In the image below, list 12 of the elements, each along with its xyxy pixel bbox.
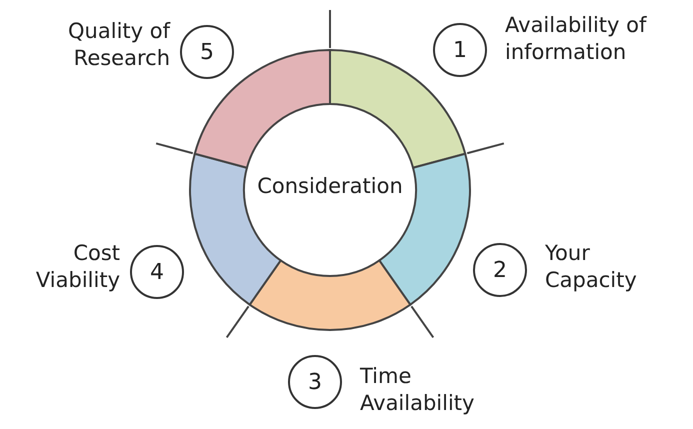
item-label: Cost Viability [34, 240, 120, 294]
number-circle: 4 [130, 245, 184, 299]
number-circle: 3 [288, 355, 342, 409]
ring-segment [248, 259, 412, 331]
item-label: Your Capacity [545, 240, 638, 294]
number-circle: 1 [433, 23, 487, 77]
center-label: Consideration [230, 174, 430, 198]
item-label: Time Availability [360, 363, 476, 417]
item-label: Quality of Research [67, 18, 170, 72]
number-circle: 5 [180, 25, 234, 79]
item-label: Availability of information [505, 12, 648, 66]
number-circle: 2 [473, 243, 527, 297]
